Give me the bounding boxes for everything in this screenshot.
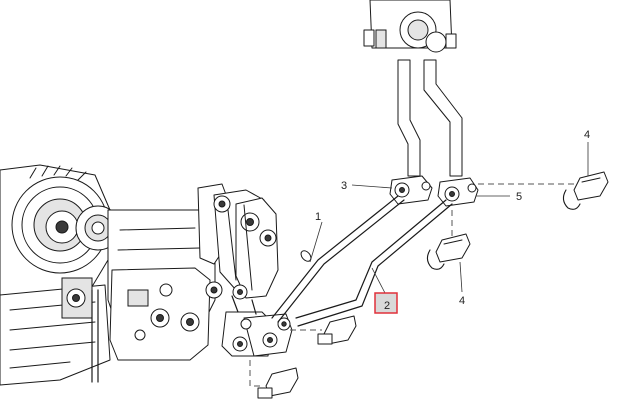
callout-label-4-right: 4 xyxy=(584,129,590,141)
callout-1: 1 xyxy=(309,211,323,263)
brake-pedal-assembly xyxy=(197,183,293,357)
rod-end-joints xyxy=(389,175,479,207)
callout-label-3: 3 xyxy=(341,180,347,192)
spring-clip-lower-a xyxy=(317,315,357,345)
callout-4-center: 4 xyxy=(459,261,465,307)
callout-label-5: 5 xyxy=(516,191,522,203)
callout-3: 3 xyxy=(341,180,393,192)
callout-4-right: 4 xyxy=(584,129,590,176)
callout-5: 5 xyxy=(476,191,522,203)
upper-pedal-mount xyxy=(363,0,463,177)
spring-clip-lower-b xyxy=(257,367,299,399)
callout-label-1: 1 xyxy=(315,211,321,223)
callout-2-highlight-box xyxy=(374,292,398,314)
linkage-rods xyxy=(271,195,453,327)
callout-2: 2 xyxy=(371,267,398,314)
callout-label-4-center: 4 xyxy=(459,295,465,307)
spring-clip-center xyxy=(426,233,471,270)
engine-housing xyxy=(0,164,216,386)
callout-label-2: 2 xyxy=(384,300,390,312)
spring-clip-right xyxy=(562,171,609,210)
assembly-guide-lines xyxy=(249,183,574,387)
